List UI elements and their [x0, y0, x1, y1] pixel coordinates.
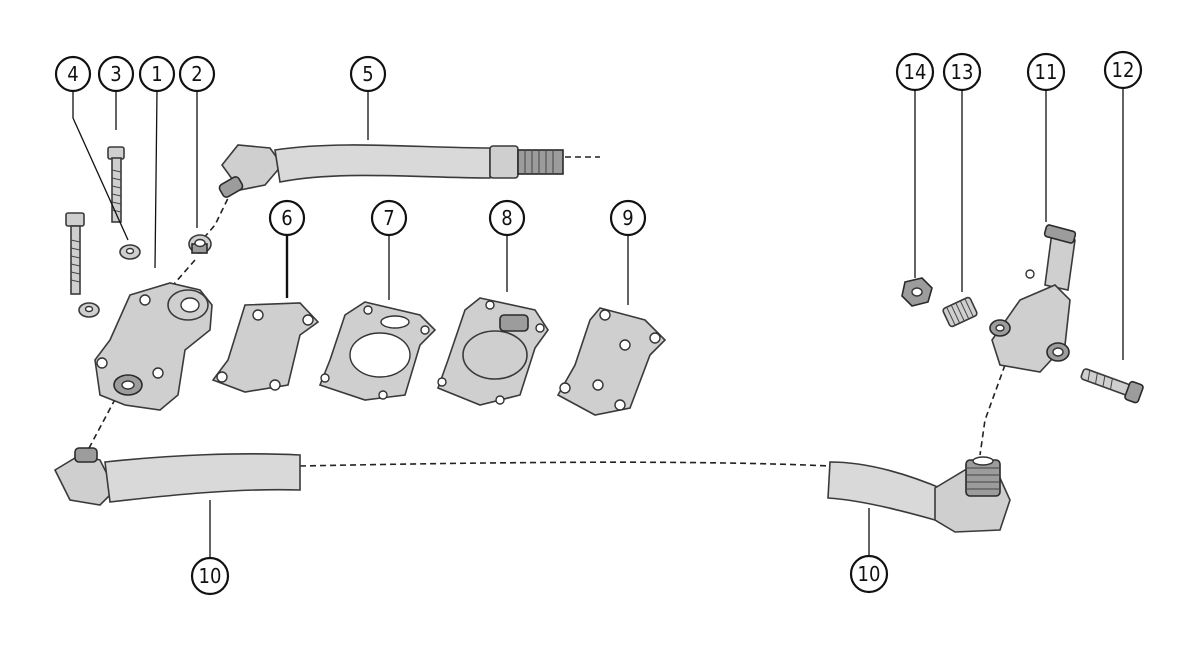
gasket-part-6 [211, 302, 320, 393]
callout-10-right: 10 [849, 554, 889, 594]
callout-3-label: 3 [110, 62, 121, 86]
bolt-part-12 [1080, 368, 1144, 404]
callout-4-label: 4 [67, 62, 78, 86]
callout-7: 7 [370, 199, 408, 237]
callout-11-label: 11 [1035, 60, 1058, 84]
leader-lines [72, 89, 1124, 557]
valve-plate-part-8 [436, 297, 549, 406]
callout-10-left: 10 [190, 556, 230, 596]
callout-12: 12 [1103, 50, 1143, 90]
callout-9-label: 9 [622, 206, 633, 230]
bolt-part-3 [107, 146, 125, 223]
hose-part-10-left [53, 447, 301, 506]
bolt-part-1-fastener [65, 212, 85, 295]
assembly-lines [87, 156, 1006, 467]
callout-8: 8 [488, 199, 526, 237]
callout-12-label: 12 [1112, 58, 1135, 82]
callout-13: 13 [942, 52, 982, 92]
callout-13-label: 13 [951, 60, 974, 84]
nut-part-14 [901, 277, 933, 307]
callout-5-label: 5 [362, 62, 373, 86]
gasket-part-9 [556, 307, 667, 416]
callout-4: 4 [54, 55, 92, 93]
callout-11: 11 [1026, 52, 1066, 92]
callout-8-label: 8 [501, 206, 512, 230]
fitting-part-2 [188, 234, 212, 254]
hose-part-5 [218, 144, 564, 198]
gasket-part-7 [318, 301, 437, 401]
callout-5: 5 [349, 55, 387, 93]
callout-14: 14 [895, 52, 935, 92]
callout-6-label: 6 [281, 206, 292, 230]
valve-fitting-part-11 [989, 224, 1077, 373]
washer-part-4 [119, 244, 141, 260]
callout-7-label: 7 [383, 206, 394, 230]
callout-6: 6 [268, 199, 306, 237]
hose-part-10-right [827, 456, 1011, 533]
callout-1-label: 1 [151, 62, 162, 86]
callout-1: 1 [138, 55, 176, 93]
callout-9: 9 [609, 199, 647, 237]
callout-3: 3 [97, 55, 135, 93]
callout-10-right-label: 10 [858, 562, 881, 586]
spring-part-13 [942, 296, 978, 328]
callout-14-label: 14 [904, 60, 927, 84]
callout-2-label: 2 [191, 62, 202, 86]
callout-2: 2 [178, 55, 216, 93]
housing-part-1 [94, 282, 213, 411]
washer-lower [78, 302, 100, 318]
callout-10-left-label: 10 [199, 564, 222, 588]
